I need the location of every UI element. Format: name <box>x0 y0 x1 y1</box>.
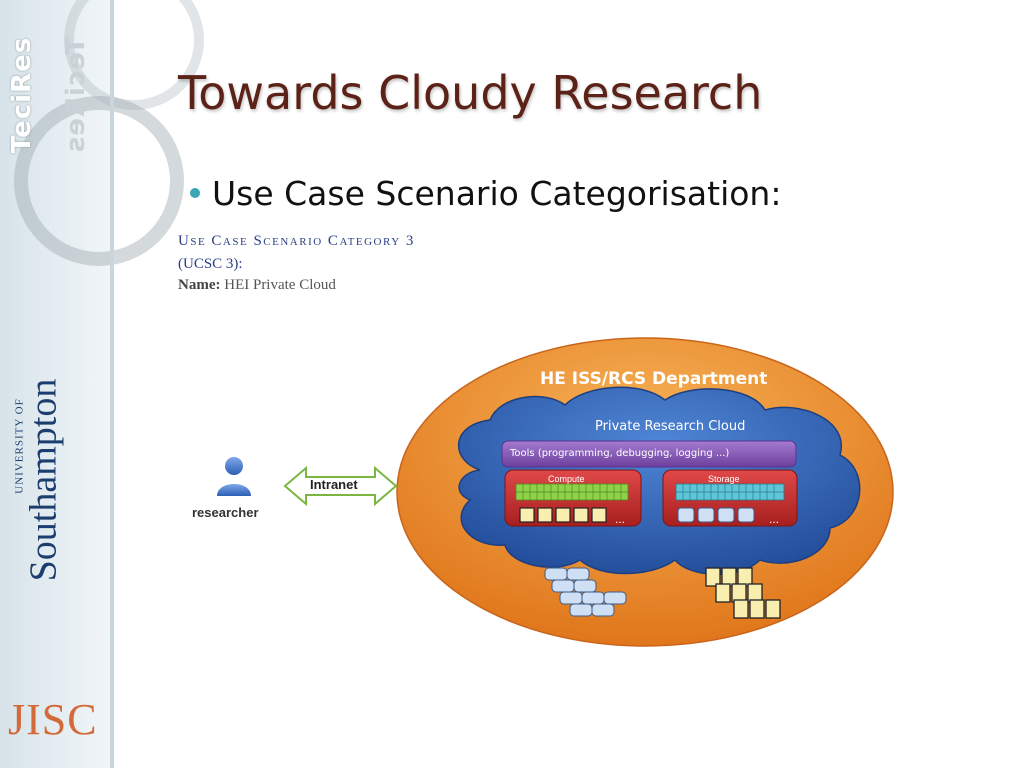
jisc-logo: JISC <box>8 695 98 744</box>
disk-stack-icon <box>544 567 627 617</box>
storage-ellipsis: ... <box>769 512 780 526</box>
name-line: Name: HEI Private Cloud <box>178 277 336 294</box>
storage-label: Storage <box>708 474 740 484</box>
tools-label: Tools (programming, debugging, logging .… <box>510 448 730 459</box>
server-stack-icon <box>705 567 781 619</box>
compute-label: Compute <box>548 474 585 484</box>
storage-grid <box>675 483 785 501</box>
researcher-label: researcher <box>192 505 259 520</box>
name-value: HEI Private Cloud <box>224 277 336 293</box>
private-cloud-shape <box>457 386 861 575</box>
tools-bar <box>501 440 797 468</box>
department-label: HE ISS/RCS Department <box>540 369 768 389</box>
compute-ellipsis: ... <box>615 512 626 526</box>
compute-servers <box>519 507 607 523</box>
intranet-label: Intranet <box>310 477 358 492</box>
compute-grid <box>515 483 629 501</box>
intranet-arrow <box>283 465 398 507</box>
sidebar: TeciRes TeciRes UNIVERSITY OF Southampto… <box>0 0 204 768</box>
slide-title: Towards Cloudy Research <box>178 66 763 120</box>
bullet-text: Use Case Scenario Categorisation: <box>212 174 782 213</box>
bullet-icon <box>190 188 200 198</box>
name-label: Name: <box>178 277 221 293</box>
sidebar-divider <box>110 0 114 768</box>
person-icon <box>217 457 251 496</box>
cloud-label: Private Research Cloud <box>595 419 746 434</box>
category-code: (UCSC 3): <box>178 256 243 272</box>
category-heading: Use Case Scenario Category 3 <box>178 233 415 249</box>
storage-disks <box>677 507 755 523</box>
